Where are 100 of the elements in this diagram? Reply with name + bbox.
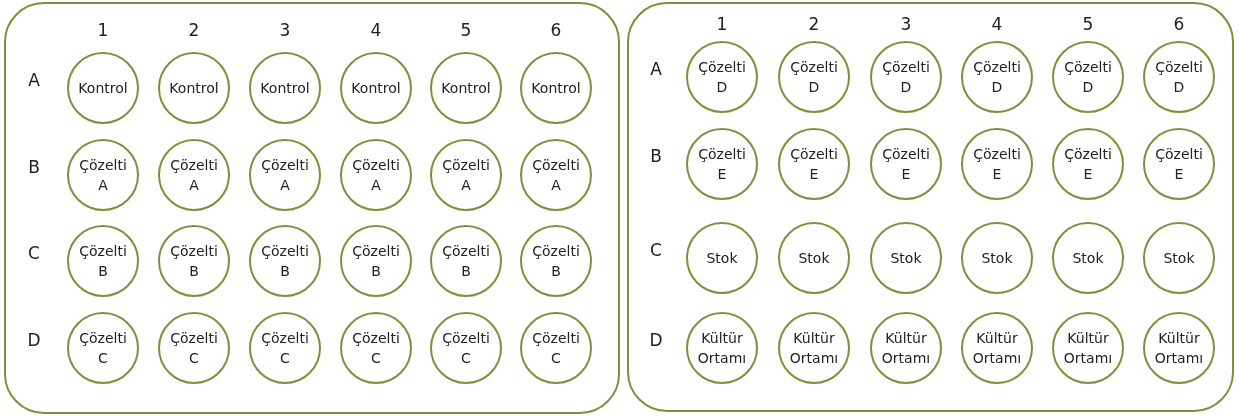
well-circle	[158, 52, 230, 124]
well-circle	[340, 225, 412, 297]
well-label: Çözelti E	[1063, 145, 1113, 184]
well-circle	[870, 222, 942, 294]
well-label: Çözelti A	[260, 156, 310, 195]
well-label: Kültür Ortamı	[1153, 329, 1205, 368]
well-label: Çözelti A	[78, 156, 128, 195]
well-label: Çözelti E	[881, 145, 931, 184]
well-label: Kültür Ortamı	[880, 329, 932, 368]
column-number: 2	[188, 20, 200, 40]
well-label: Çözelti A	[351, 156, 401, 195]
well-label: Çözelti C	[531, 329, 581, 368]
column-number: 1	[716, 14, 728, 34]
well-circle	[430, 225, 502, 297]
well-label: Çözelti B	[260, 242, 310, 281]
well-label: Çözelti B	[78, 242, 128, 281]
well-circle	[520, 225, 592, 297]
well-label: Stok	[1162, 249, 1196, 268]
well-circle	[158, 312, 230, 384]
well-label: Çözelti A	[531, 156, 581, 195]
well-circle	[870, 312, 942, 384]
well-circle	[1143, 222, 1215, 294]
well-circle	[778, 312, 850, 384]
well-circle	[961, 128, 1033, 200]
well-circle	[430, 139, 502, 211]
well-label: Çözelti A	[441, 156, 491, 195]
row-letter: C	[28, 243, 40, 263]
well-label: Çözelti C	[169, 329, 219, 368]
well-circle	[1143, 128, 1215, 200]
well-label: Stok	[797, 249, 831, 268]
well-circle	[1052, 41, 1124, 113]
column-number: 6	[550, 20, 562, 40]
well-label: Çözelti E	[789, 145, 839, 184]
well-circle	[870, 41, 942, 113]
well-circle	[430, 312, 502, 384]
well-label: Çözelti D	[1063, 58, 1113, 97]
well-circle	[520, 139, 592, 211]
well-circle	[1052, 312, 1124, 384]
well-circle	[249, 312, 321, 384]
column-number: 2	[808, 14, 820, 34]
well-label: Çözelti E	[972, 145, 1022, 184]
well-circle	[249, 139, 321, 211]
well-circle	[340, 52, 412, 124]
well-label: Kontrol	[530, 79, 582, 98]
well-circle	[520, 312, 592, 384]
column-number: 5	[460, 20, 472, 40]
well-plate-outline	[4, 2, 620, 414]
well-label: Çözelti B	[531, 242, 581, 281]
well-label: Çözelti B	[441, 242, 491, 281]
well-circle	[686, 312, 758, 384]
well-label: Çözelti B	[351, 242, 401, 281]
well-label: Kültür Ortamı	[696, 329, 748, 368]
row-letter: A	[650, 59, 662, 79]
well-label: Kültür Ortamı	[788, 329, 840, 368]
well-label: Çözelti E	[697, 145, 747, 184]
column-number: 4	[370, 20, 382, 40]
row-letter: B	[28, 157, 40, 177]
well-label: Kontrol	[259, 79, 311, 98]
well-circle	[1143, 312, 1215, 384]
well-label: Kontrol	[350, 79, 402, 98]
row-letter: B	[650, 146, 662, 166]
row-letter: C	[650, 240, 662, 260]
well-label: Çözelti D	[697, 58, 747, 97]
well-circle	[778, 41, 850, 113]
well-circle	[1052, 128, 1124, 200]
well-label: Kültür Ortamı	[1062, 329, 1114, 368]
column-number: 3	[279, 20, 291, 40]
column-number: 4	[991, 14, 1003, 34]
well-circle	[520, 52, 592, 124]
well-label: Çözelti C	[260, 329, 310, 368]
well-label: Çözelti A	[169, 156, 219, 195]
column-number: 1	[97, 20, 109, 40]
row-letter: A	[28, 70, 40, 90]
well-label: Stok	[980, 249, 1014, 268]
well-label: Çözelti D	[881, 58, 931, 97]
column-number: 3	[900, 14, 912, 34]
well-circle	[340, 312, 412, 384]
well-label: Çözelti B	[169, 242, 219, 281]
well-circle	[686, 128, 758, 200]
well-circle	[67, 52, 139, 124]
well-label: Çözelti E	[1154, 145, 1204, 184]
well-circle	[430, 52, 502, 124]
well-label: Kontrol	[440, 79, 492, 98]
well-label: Kültür Ortamı	[971, 329, 1023, 368]
well-circle	[778, 128, 850, 200]
well-circle	[249, 225, 321, 297]
well-label: Çözelti D	[1154, 58, 1204, 97]
well-circle	[686, 222, 758, 294]
well-circle	[961, 41, 1033, 113]
column-number: 6	[1173, 14, 1185, 34]
well-circle	[778, 222, 850, 294]
well-circle	[961, 222, 1033, 294]
well-circle	[67, 225, 139, 297]
well-label: Çözelti C	[351, 329, 401, 368]
well-circle	[961, 312, 1033, 384]
well-circle	[340, 139, 412, 211]
well-label: Çözelti D	[972, 58, 1022, 97]
well-label: Çözelti C	[441, 329, 491, 368]
well-label: Kontrol	[168, 79, 220, 98]
well-label: Stok	[705, 249, 739, 268]
